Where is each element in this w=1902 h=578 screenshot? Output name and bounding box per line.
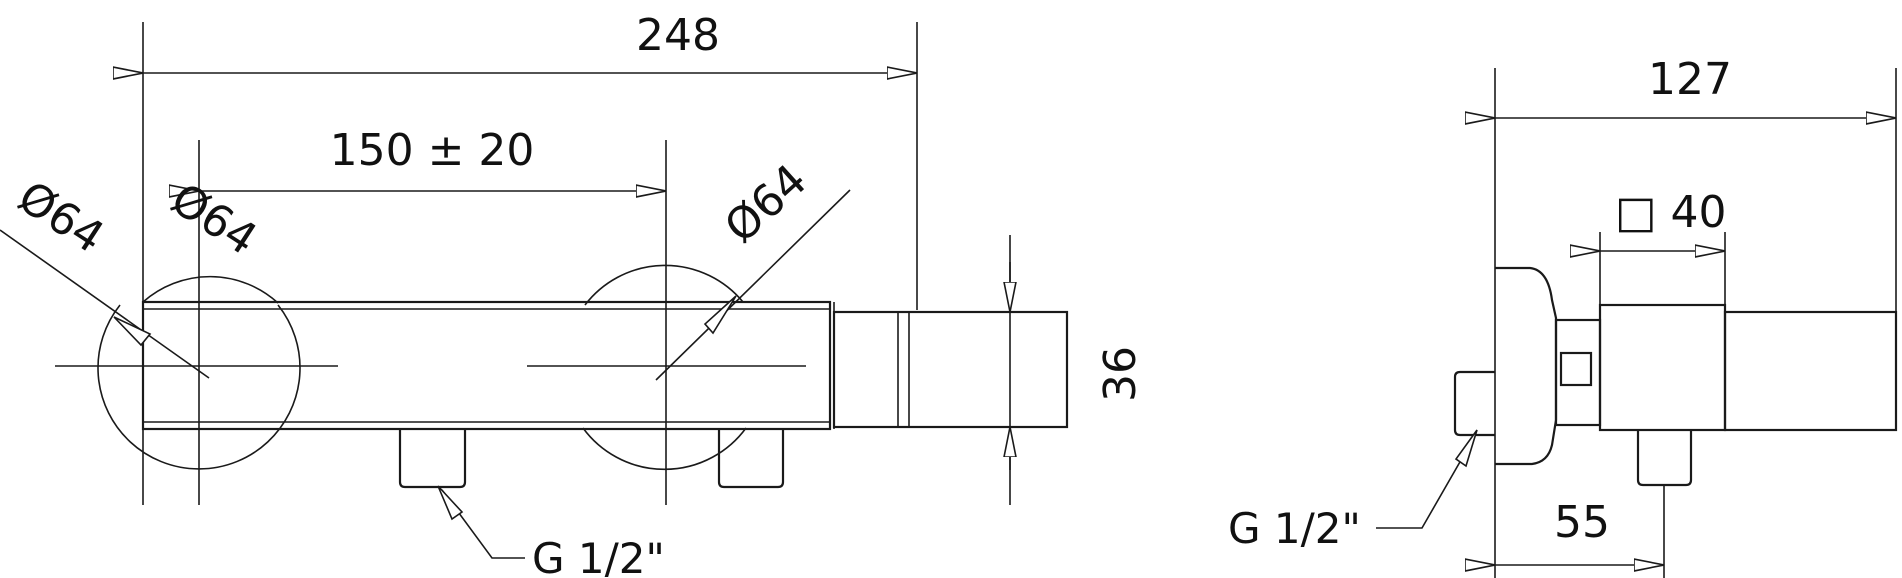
side-square-body — [1598, 303, 1727, 432]
inlet-right — [717, 429, 785, 489]
side-handle — [1723, 310, 1898, 432]
wall-plate — [1495, 266, 1558, 466]
leader-arrowhead-right — [703, 295, 737, 335]
side-connector-square — [1559, 351, 1593, 387]
leader-diameter-right — [655, 189, 851, 381]
front-view: 248 150 ± 20 36 — [0, 10, 1146, 578]
leader-diameter-left-outer — [0, 229, 210, 379]
dim-label-diameter-left-inner: Ø64 — [162, 173, 266, 265]
dim-label-127: 127 — [1648, 54, 1732, 105]
side-view: 127 □ 40 55 G 1/2" — [1228, 54, 1898, 578]
dim-label-diameter-left-outer: Ø64 — [9, 171, 113, 263]
rosette-right — [584, 264, 744, 306]
dim-label-150: 150 ± 20 — [330, 125, 535, 176]
inlet-left — [398, 429, 467, 489]
side-inlet — [1636, 430, 1693, 487]
thermostat-handle — [832, 310, 1069, 429]
side-wall-pipe — [1453, 370, 1495, 437]
dim-label-40: □ 40 — [1615, 187, 1727, 238]
side-connector — [1554, 318, 1602, 427]
label-thread-front: G 1/2" — [532, 534, 665, 578]
leader-arrowhead-thread-front — [437, 485, 464, 521]
label-thread-side: G 1/2" — [1228, 504, 1361, 553]
dim-label-55: 55 — [1554, 497, 1610, 548]
dim-label-248: 248 — [636, 10, 720, 61]
leader-arrowhead-left — [113, 316, 152, 347]
rosette-left-top — [142, 275, 279, 304]
leader-thread-front — [441, 489, 525, 559]
dim-label-36: 36 — [1095, 346, 1146, 402]
rosette-right-bottom — [582, 427, 747, 471]
leader-thread-side — [1376, 433, 1477, 529]
leader-arrowhead-thread-side — [1454, 429, 1478, 468]
rosette-left — [97, 304, 301, 470]
